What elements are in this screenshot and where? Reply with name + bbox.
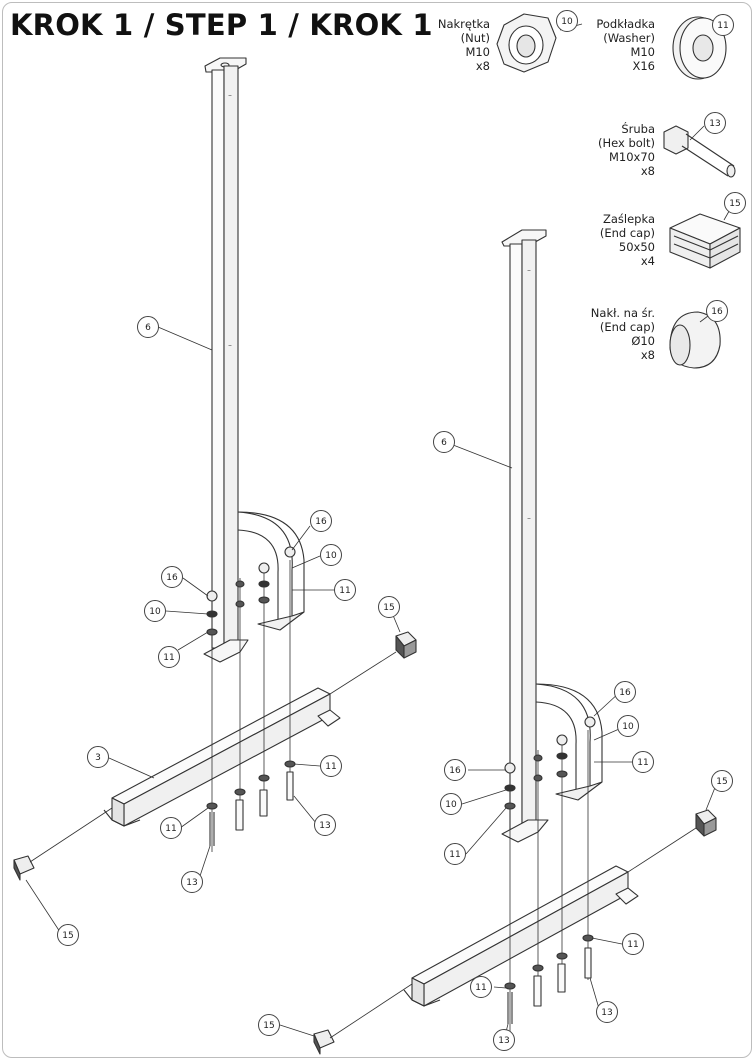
part-name-en: (End cap) (599, 320, 655, 334)
callout-left-base: 3 (87, 746, 109, 768)
part-name-en: (Nut) (460, 31, 490, 45)
callout-hex-bolt: 13 (704, 112, 726, 134)
nut-drawing (496, 13, 557, 73)
part-qty: x8 (640, 348, 655, 362)
callout-left-bolt-a: 13 (314, 814, 336, 836)
callout-right-endcap-a: 15 (711, 770, 733, 792)
callout-left-bolt-b: 13 (181, 871, 203, 893)
part-name-en: (End cap) (599, 226, 655, 240)
part-qty: x8 (475, 59, 490, 73)
part-name: Nakrętka (437, 17, 490, 31)
left-assembly (13, 57, 417, 881)
callout-right-cap-b: 16 (444, 759, 466, 781)
part-name-en: (Washer) (603, 31, 655, 45)
callout-nut: 10 (556, 10, 578, 32)
part-qty: X16 (632, 59, 655, 73)
callout-left-cap-b: 16 (161, 566, 183, 588)
part-name: Podkładka (596, 17, 655, 31)
callout-washer: 11 (712, 14, 734, 36)
part-name: Nakł. na śr. (590, 306, 655, 320)
callout-left-washer-b: 11 (158, 646, 180, 668)
callout-right-post: 6 (433, 431, 455, 453)
part-name: Zaślepka (603, 212, 655, 226)
part-size: M10x70 (609, 150, 655, 164)
right-assembly (313, 229, 717, 1055)
part-qty: x4 (640, 254, 655, 268)
part-square-end-cap-label: Zaślepka (End cap) 50x50 x4 (600, 212, 655, 268)
part-size: M10 (630, 45, 655, 59)
callout-left-endcap-b: 15 (57, 924, 79, 946)
part-nut-label: Nakrętka (Nut) M10 x8 (438, 17, 490, 73)
callout-right-washer-d: 11 (470, 976, 492, 998)
callout-right-washer-c: 11 (622, 933, 644, 955)
callout-left-nut-b: 10 (144, 600, 166, 622)
callout-right-washer-b: 11 (444, 843, 466, 865)
part-name-en: (Hex bolt) (598, 136, 655, 150)
leader-lines (25, 23, 734, 1041)
part-size: Ø10 (631, 334, 655, 348)
callout-left-cap-top: 16 (310, 510, 332, 532)
part-qty: x8 (640, 164, 655, 178)
part-hex-bolt-label: Śruba (Hex bolt) M10x70 x8 (598, 122, 655, 178)
callout-right-nut-b: 10 (440, 793, 462, 815)
square-end-cap-drawing (669, 213, 741, 269)
page-title: KROK 1 / STEP 1 / KROK 1 (10, 8, 433, 42)
callout-square-end-cap: 15 (724, 192, 746, 214)
callout-right-endcap-b: 15 (258, 1014, 280, 1036)
hex-bolt-drawing (663, 125, 736, 178)
callout-right-bolt-b: 13 (493, 1029, 515, 1051)
callout-left-washer-a: 11 (334, 579, 356, 601)
callout-left-nut-a: 10 (320, 544, 342, 566)
callout-right-bolt-a: 13 (596, 1001, 618, 1023)
callout-left-washer-d: 11 (160, 817, 182, 839)
callout-dome-end-cap: 16 (706, 300, 728, 322)
callout-right-washer-a: 11 (632, 751, 654, 773)
part-name: Śruba (621, 122, 655, 136)
part-size: 50x50 (618, 240, 655, 254)
dome-end-cap-drawing (669, 311, 721, 369)
callout-right-nut-a: 10 (617, 715, 639, 737)
part-washer-label: Podkładka (Washer) M10 X16 (596, 17, 655, 73)
callout-left-washer-c: 11 (320, 755, 342, 777)
part-dome-end-cap-label: Nakł. na śr. (End cap) Ø10 x8 (591, 306, 655, 362)
callout-left-post: 6 (137, 316, 159, 338)
part-size: M10 (465, 45, 490, 59)
callout-left-endcap-a: 15 (378, 596, 400, 618)
callout-right-cap-top: 16 (614, 681, 636, 703)
